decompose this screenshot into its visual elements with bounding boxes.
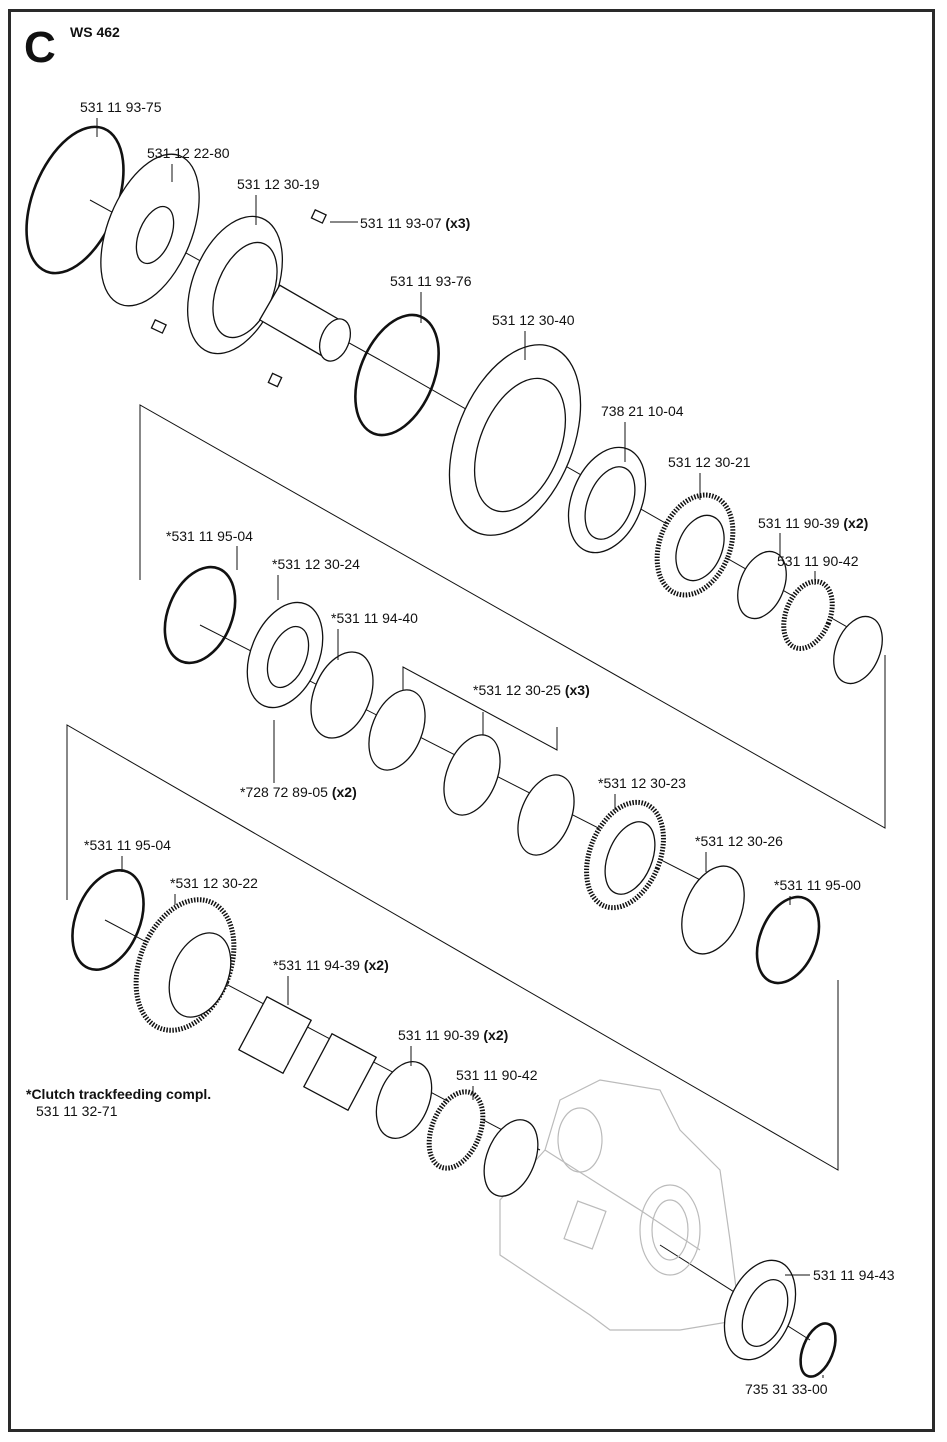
part-label: 531 12 30-21 xyxy=(668,454,751,470)
part-label: *531 11 94-39 (x2) xyxy=(273,957,389,973)
kit-note-part-number: 531 11 32-71 xyxy=(36,1103,118,1119)
part-label: *531 11 95-00 xyxy=(774,877,861,893)
part-label: 735 31 33-00 xyxy=(745,1381,828,1397)
o-ring-part xyxy=(354,313,440,437)
part-label: *531 12 30-23 xyxy=(598,775,686,791)
washer-part xyxy=(737,550,787,620)
part-label: 531 11 90-39 (x2) xyxy=(398,1027,508,1043)
pin-part xyxy=(310,208,327,224)
kit-note-title: *Clutch trackfeeding compl. xyxy=(26,1086,211,1102)
part-label: *531 11 95-04 xyxy=(84,837,171,853)
part-label: *531 12 30-25 (x3) xyxy=(473,682,590,698)
leader-lines xyxy=(96,118,824,1378)
part-label: 531 11 94-43 xyxy=(813,1267,895,1283)
part-label: 531 11 93-75 xyxy=(80,99,162,115)
part-label: *531 12 30-24 xyxy=(272,556,360,572)
part-label: *728 72 89-05 (x2) xyxy=(240,784,357,800)
part-labels: 531 11 93-75 531 12 22-80 531 12 30-19 5… xyxy=(80,99,895,1397)
part-label: 531 12 30-40 xyxy=(492,312,575,328)
part-label: 531 12 22-80 xyxy=(147,145,230,161)
part-label: 531 12 30-19 xyxy=(237,176,320,192)
gearbox-housing xyxy=(499,1079,741,1331)
part-label: 531 11 90-39 (x2) xyxy=(758,515,868,531)
part-label: *531 12 30-26 xyxy=(695,833,783,849)
section-letter: C xyxy=(24,23,56,72)
part-label: *531 12 30-22 xyxy=(170,875,258,891)
thrust-bearing-part xyxy=(781,579,835,651)
part-label: *531 11 95-04 xyxy=(166,528,253,544)
part-label: *531 11 94-40 xyxy=(331,610,418,626)
part-label: 531 11 90-42 xyxy=(456,1067,538,1083)
parts xyxy=(25,125,883,1378)
part-label: 531 11 93-76 xyxy=(390,273,472,289)
part-label: 531 11 93-07 (x3) xyxy=(360,215,470,231)
model-title: WS 462 xyxy=(70,24,120,40)
part-label: 531 11 90-42 xyxy=(777,553,859,569)
part-label: 738 21 10-04 xyxy=(601,403,684,419)
diagram-frame xyxy=(8,9,935,1432)
